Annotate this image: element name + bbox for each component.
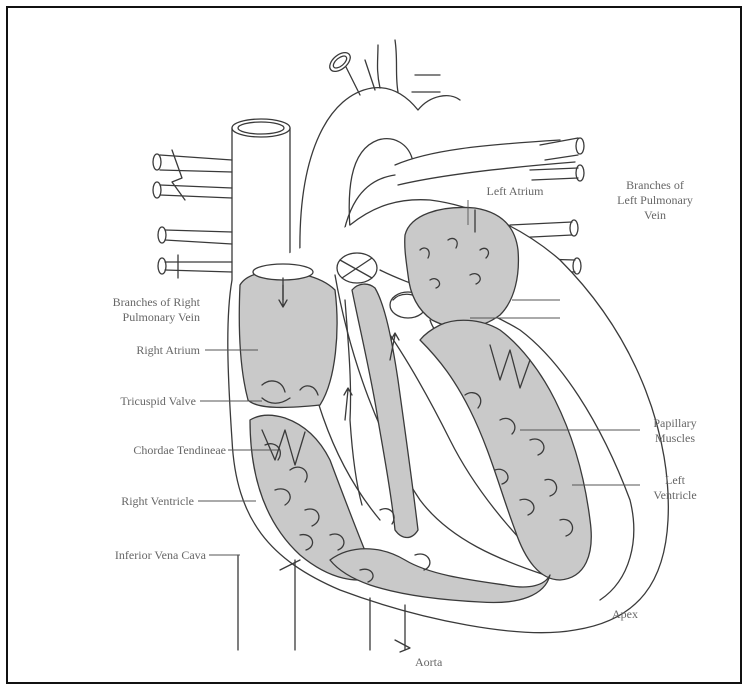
label-line: Muscles	[640, 431, 710, 446]
label-tricuspid-valve: Tricuspid Valve	[60, 394, 196, 409]
label-line: Pulmonary Vein	[60, 310, 200, 325]
label-inferior-vena-cava: Inferior Vena Cava	[60, 548, 206, 563]
label-line: Ventricle	[640, 488, 710, 503]
left-atrium	[405, 207, 519, 327]
label-line: Left Pulmonary	[600, 193, 710, 208]
label-right-ventricle: Right Ventricle	[60, 494, 194, 509]
label-line: Branches of Right	[60, 295, 200, 310]
label-line: Left	[640, 473, 710, 488]
label-apex: Apex	[612, 607, 662, 622]
label-line: Branches of	[600, 178, 710, 193]
label-right-atrium: Right Atrium	[60, 343, 200, 358]
label-papillary-muscles: Papillary Muscles	[640, 416, 710, 446]
right-atrium	[239, 272, 337, 408]
right-pulmonary-veins	[153, 150, 232, 278]
label-line: Vein	[600, 208, 710, 223]
label-left-ventricle: Left Ventricle	[640, 473, 710, 503]
label-chordae-tendineae: Chordae Tendineae	[60, 443, 226, 458]
label-left-atrium: Left Atrium	[480, 184, 550, 199]
label-aorta: Aorta	[415, 655, 465, 670]
superior-vena-cava	[232, 119, 290, 280]
inferior-vena-cava	[238, 555, 295, 650]
label-line: Papillary	[640, 416, 710, 431]
label-branches-left-pulmonary-vein: Branches of Left Pulmonary Vein	[600, 178, 710, 223]
label-branches-right-pulmonary-vein: Branches of Right Pulmonary Vein	[60, 295, 200, 325]
